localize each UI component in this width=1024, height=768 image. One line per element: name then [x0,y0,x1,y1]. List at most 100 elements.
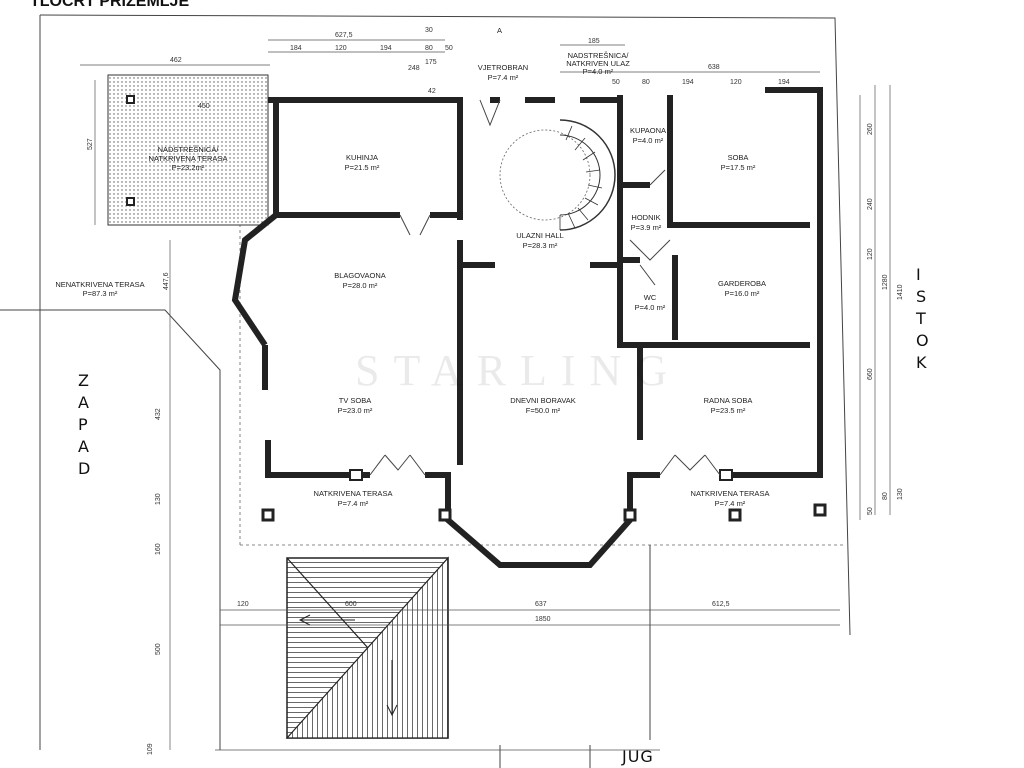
room-bedroom-name: SOBA [728,153,749,162]
roof-structure [285,556,449,739]
room-wc-name: WC [644,293,657,302]
svg-text:1410: 1410 [897,284,904,300]
svg-text:194: 194 [682,79,694,86]
terrace-west-name1: NADSTREŠNICA/ [158,145,220,154]
svg-text:185: 185 [588,38,600,45]
svg-text:42: 42 [428,88,436,95]
svg-text:Z: Z [78,371,90,390]
svg-text:130: 130 [155,493,162,505]
svg-text:109: 109 [147,743,154,755]
svg-text:120: 120 [335,45,347,52]
svg-text:120: 120 [730,79,742,86]
room-office-name: RADNA SOBA [704,396,753,405]
svg-text:260: 260 [867,123,874,135]
svg-text:I: I [916,265,922,284]
svg-text:A: A [78,393,90,412]
room-dining-area: P=28.0 m² [343,281,378,290]
svg-text:80: 80 [882,492,889,500]
room-bedroom-area: P=17.5 m² [721,163,756,172]
dimensions-left: 527 447,6 432 130 160 500 109 [87,138,170,755]
svg-text:637: 637 [535,601,547,608]
svg-text:T: T [915,309,927,328]
svg-text:184: 184 [290,45,302,52]
svg-text:120: 120 [867,248,874,260]
walls [231,87,823,568]
watermark: STARLING [355,346,681,395]
svg-text:432: 432 [155,408,162,420]
room-tv-name: TV SOBA [339,396,372,405]
site-lines [0,14,851,768]
room-living-area: F=50.0 m² [526,406,561,415]
svg-text:462: 462 [170,57,182,64]
svg-text:194: 194 [380,45,392,52]
svg-text:240: 240 [867,198,874,210]
svg-text:130: 130 [897,488,904,500]
room-windbreak-name: VJETROBRAN [478,63,528,72]
room-tv-area: P=23.0 m² [338,406,373,415]
canopy-name2: NATKRIVEN ULAZ [566,59,630,68]
terrace-se-name: NATKRIVENA TERASA [691,489,770,498]
terrace-open-area: P=87.3 m² [83,289,118,298]
svg-text:175: 175 [425,59,437,66]
terrace-se-area: P=7.4 m² [715,499,746,508]
room-kitchen-name: KUHINJA [346,153,378,162]
svg-text:80: 80 [642,79,650,86]
room-labels: KUHINJA P=21.5 m² BLAGOVAONA P=28.0 m² T… [55,51,769,508]
room-windbreak-area: P=7.4 m² [488,73,519,82]
room-office-area: P=23.5 m² [711,406,746,415]
svg-text:50: 50 [867,507,874,515]
room-wc-area: P=4.0 m² [635,303,666,312]
svg-text:80: 80 [425,45,433,52]
dimensions-top: 627,5 184 120 194 30 80 50 185 638 50 80… [170,27,790,110]
svg-text:A: A [78,437,90,456]
room-wardrobe-area: P=16.0 m² [725,289,760,298]
terrace-open-name: NENATKRIVENA TERASA [55,280,144,289]
svg-text:1850: 1850 [535,616,551,623]
svg-text:30: 30 [425,27,433,34]
spiral-staircase [499,119,616,231]
room-dining-name: BLAGOVAONA [334,271,386,280]
dimensions-bottom: 120 600 637 612,5 1850 [237,601,730,623]
svg-text:O: O [916,331,930,350]
svg-text:638: 638 [708,64,720,71]
room-living-name: DNEVNI BORAVAK [510,396,576,405]
terrace-west-name2: NATKRIVENA TERASA [149,154,228,163]
room-wardrobe-name: GARDEROBA [718,279,766,288]
compass-west: Z A P A D [78,371,90,478]
svg-text:612,5: 612,5 [712,601,730,608]
room-hall-area: P=28.3 m² [523,241,558,250]
svg-text:527: 527 [87,138,94,150]
svg-text:160: 160 [155,543,162,555]
terrace-sw-area: P=7.4 m² [338,499,369,508]
columns [126,95,827,522]
room-bath-area: P=4.0 m² [633,136,664,145]
room-bath-name: KUPAONA [630,126,666,135]
dimension-lines [80,39,891,751]
plan-title: TLOCRT PRIZEMLJE [30,0,189,10]
svg-text:660: 660 [867,368,874,380]
svg-text:627,5: 627,5 [335,32,353,39]
compass-south: JUG [621,747,654,766]
svg-text:50: 50 [612,79,620,86]
dimensions-right: 260 240 120 1280 1410 660 50 80 130 [867,123,904,515]
terrace-west-area: P=23.2m² [172,163,205,172]
room-corridor-name: HODNIK [631,213,660,222]
svg-text:500: 500 [155,643,162,655]
svg-text:S: S [916,287,927,306]
section-marker: A [497,26,502,35]
terrace-sw-name: NATKRIVENA TERASA [314,489,393,498]
svg-text:K: K [916,353,928,372]
svg-text:600: 600 [345,601,357,608]
room-hall-name: ULAZNI HALL [516,231,564,240]
svg-text:50: 50 [445,45,453,52]
room-kitchen-area: P=21.5 m² [345,163,380,172]
svg-text:P: P [78,415,89,434]
room-corridor-area: P=3.9 m² [631,223,662,232]
svg-text:248: 248 [408,65,420,72]
svg-text:120: 120 [237,601,249,608]
compass-east: I S T O K [915,265,930,372]
svg-text:194: 194 [778,79,790,86]
canopy-area: P=4.0 m² [583,67,614,76]
svg-text:450: 450 [198,103,210,110]
